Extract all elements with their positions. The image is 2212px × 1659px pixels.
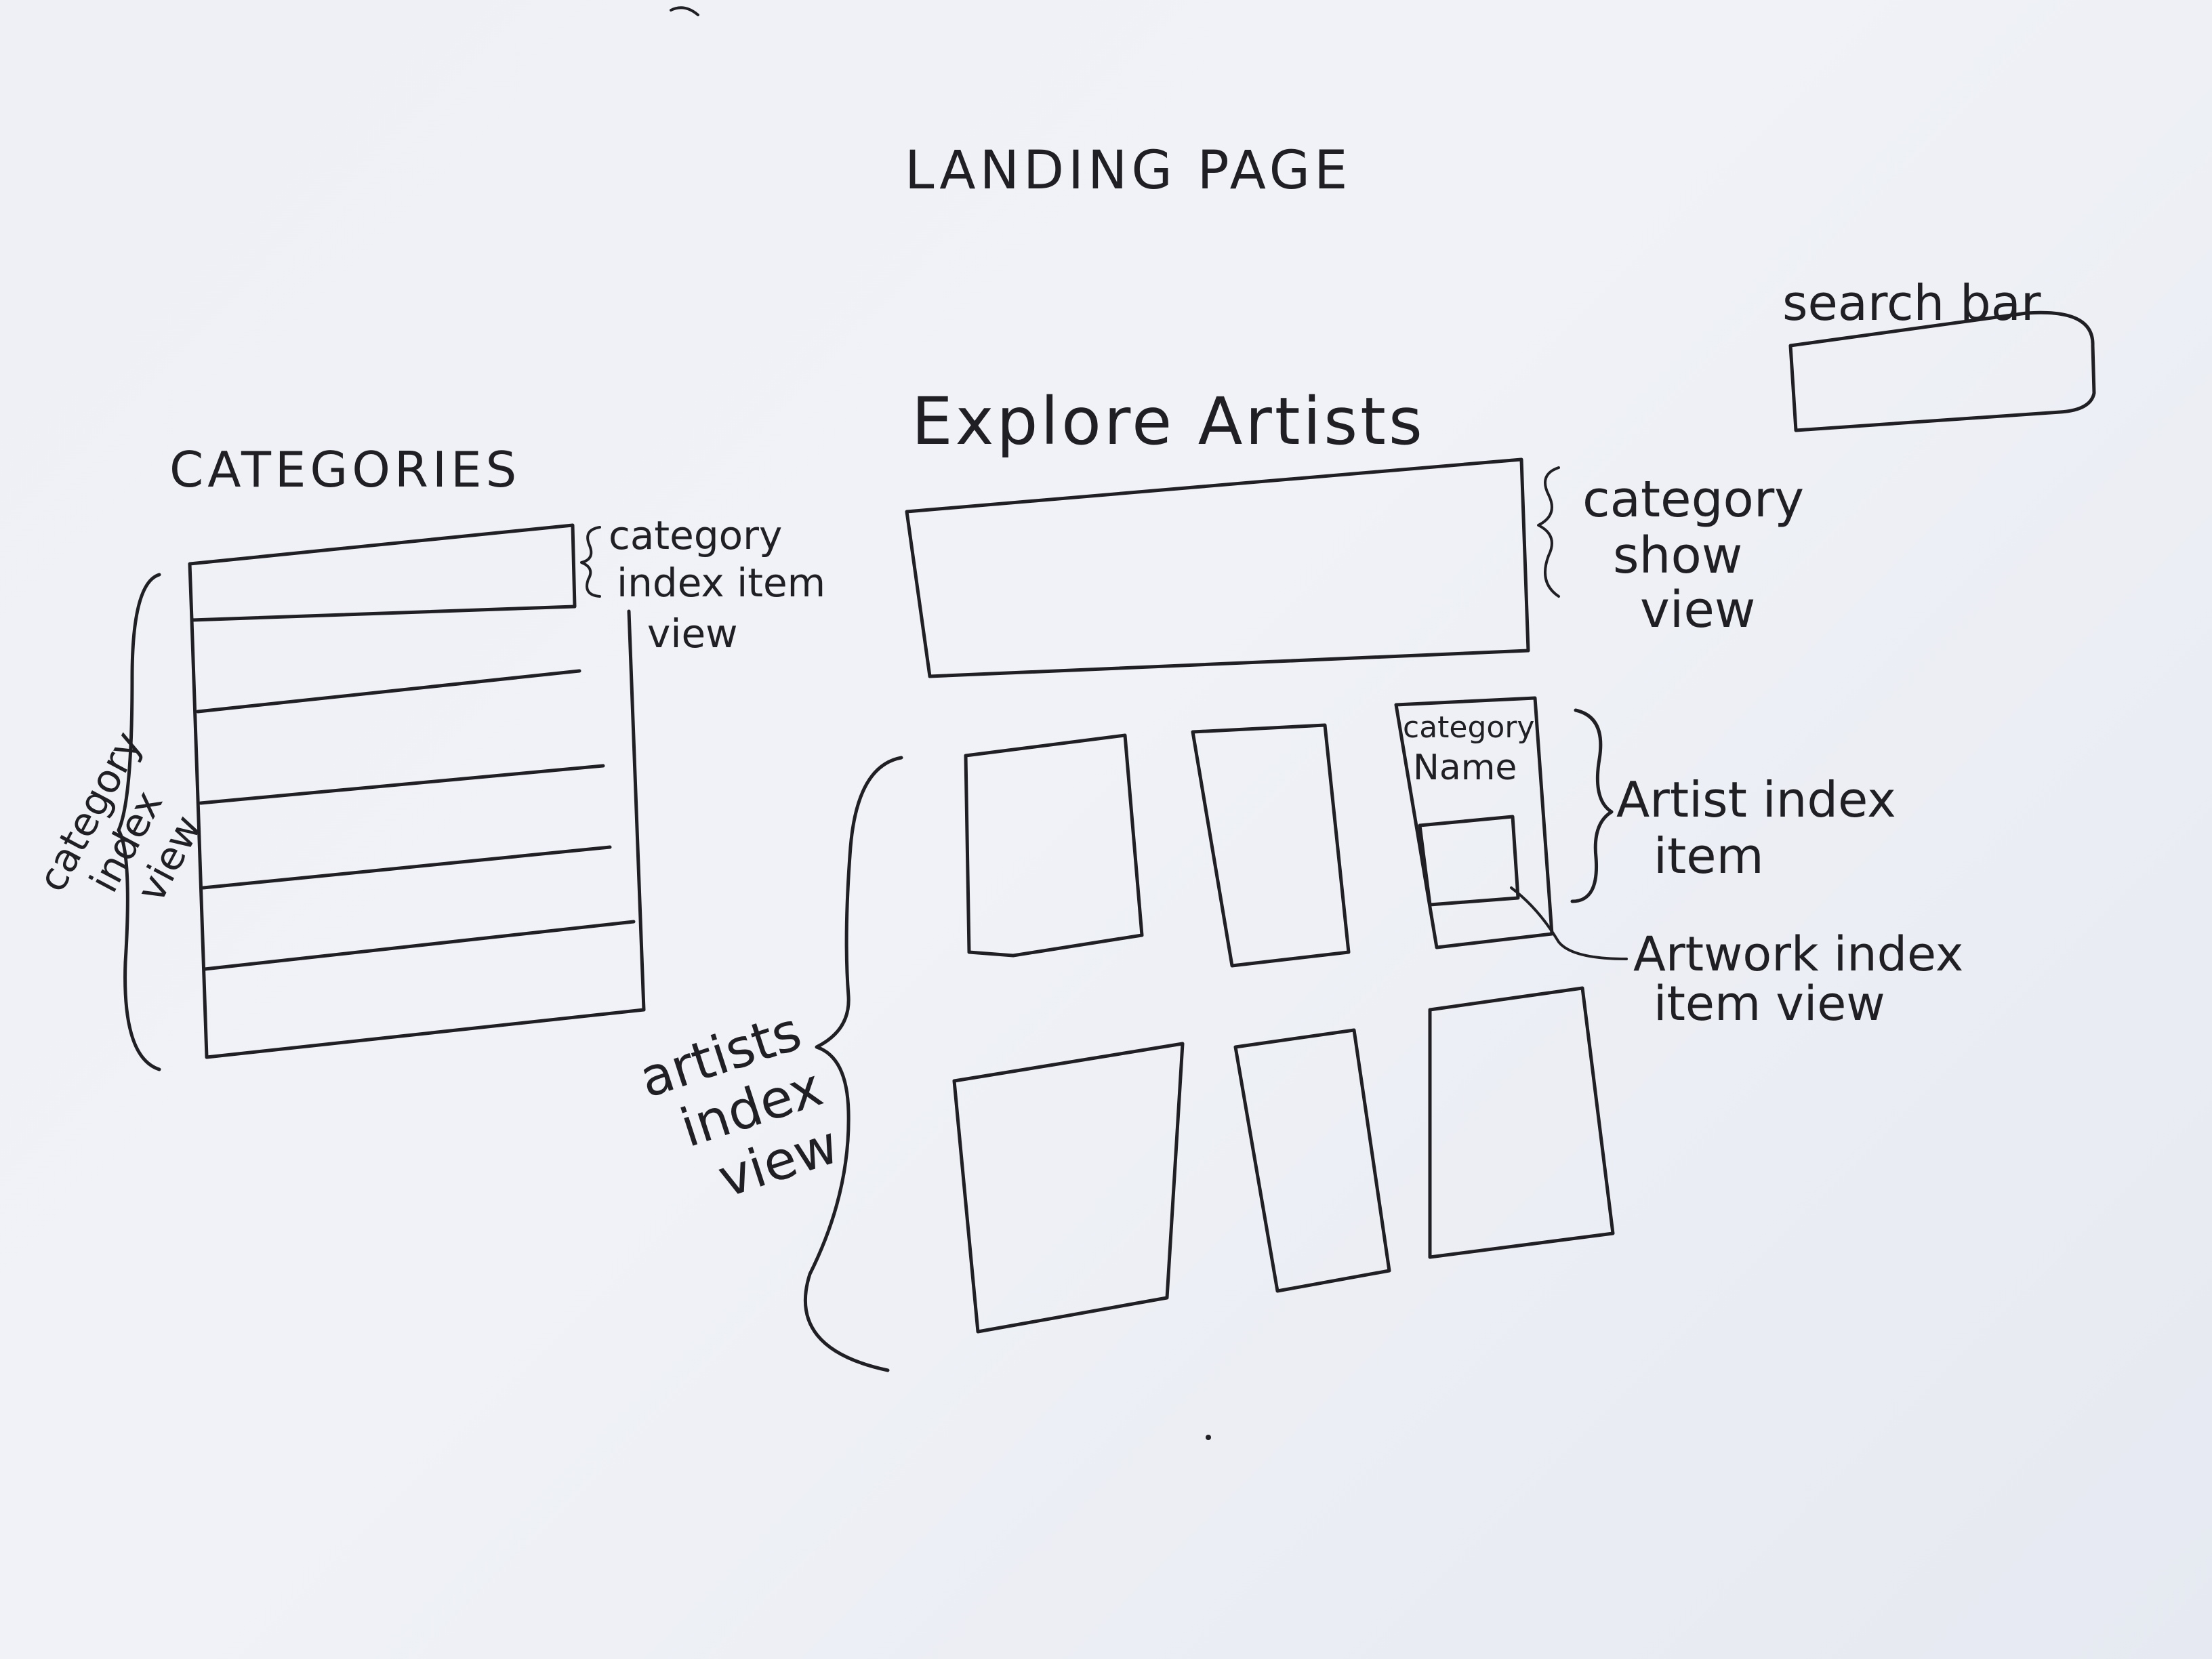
artist-index-item-label-1: Artist index [1616,771,1896,828]
artist-index-item-label-2: item [1654,827,1764,884]
card-category-name-1: category [1403,710,1534,745]
card-category-name-2: Name [1413,747,1517,788]
category-index-item-label-3: view [647,611,738,657]
category-index-item-brace [580,526,601,598]
artist-card[interactable] [1428,986,1615,1259]
stray-pen-mark [670,6,699,16]
category-show-label-1: category [1582,470,1804,529]
page-title: LANDING PAGE [905,140,1351,201]
artist-card[interactable] [964,733,1144,958]
artist-card[interactable] [1233,1028,1391,1293]
artist-card[interactable] [1191,723,1351,968]
artist-card[interactable] [952,1042,1185,1334]
artist-index-item-brace [1570,708,1614,903]
artists-index-label-group: artists index view [632,1001,846,1210]
category-row-divider [201,845,612,890]
explore-artists-heading: Explore Artists [912,384,1425,459]
category-show-view-box [905,457,1530,678]
category-row-divider [196,669,581,714]
category-list [188,523,646,1059]
artist-card[interactable] [1394,696,1554,949]
category-row-divider [203,920,636,971]
artwork-index-item-label-1: Artwork index [1633,926,1963,982]
category-index-item-top[interactable] [188,523,577,622]
category-index-item-label-2: index item [617,560,825,606]
artwork-pointer-line [1510,886,1628,960]
artwork-index-item[interactable] [1418,815,1520,907]
artist-card-with-detail[interactable]: category Name [1394,696,1554,949]
artwork-index-item-label-2: item view [1654,976,1885,1031]
category-index-brace [117,573,161,1071]
ink-dot [1206,1435,1211,1440]
category-index-item-label-1: category [609,512,782,558]
category-show-label-2: show [1613,527,1742,585]
category-show-label-3: view [1640,581,1755,639]
category-show-brace [1537,466,1560,598]
search-bar-label: search bar [1782,274,2041,331]
categories-heading: CATEGORIES [169,441,520,498]
artists-index-brace [803,756,903,1372]
category-row-divider [199,764,605,805]
category-list-body [190,609,646,1059]
search-bar-box[interactable] [1788,310,2096,432]
